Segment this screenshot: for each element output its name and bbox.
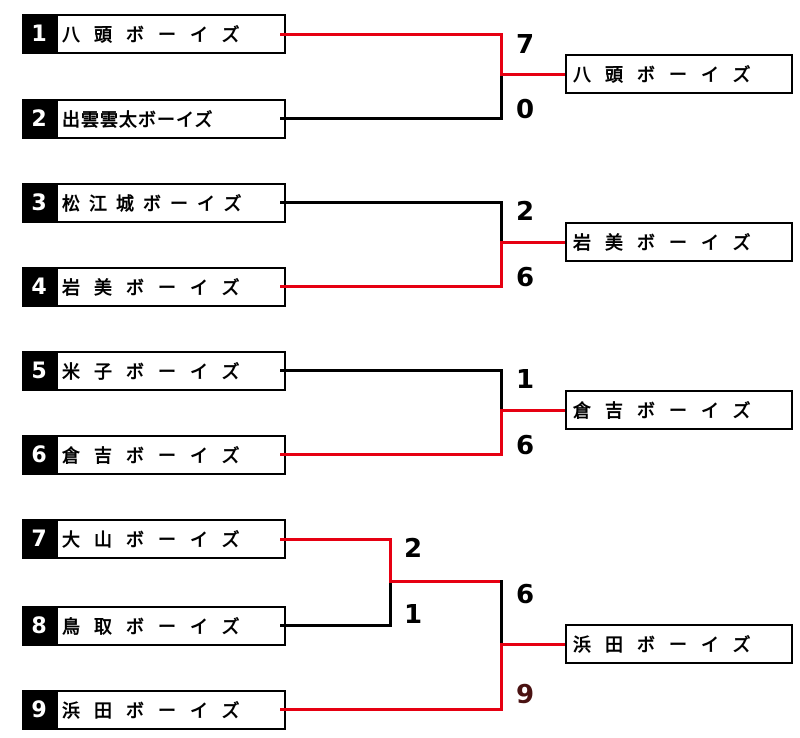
bracket-line-win [500, 241, 503, 288]
bracket-line-lose [500, 369, 503, 411]
bracket-line-win [500, 643, 503, 711]
bracket-line-win [500, 33, 503, 76]
bracket-line-win [280, 285, 503, 288]
match-1-score-top: 7 [516, 30, 535, 60]
bracket-line-lose [389, 581, 392, 627]
bracket-line-lose [500, 75, 503, 120]
seed-9: 9 [22, 690, 56, 730]
match-5-score-top: 6 [516, 580, 535, 610]
match-4-score-top: 2 [404, 534, 423, 564]
team-3: 松江城ボーイズ [56, 183, 286, 223]
bracket-line-lose [280, 369, 503, 372]
team-2: 出雲雲太ボーイズ [56, 99, 286, 139]
seed-5: 5 [22, 351, 56, 391]
team-4: 岩美ボーイズ [56, 267, 286, 307]
bracket-line-advance [500, 643, 565, 646]
bracket-line-win [280, 453, 503, 456]
bracket-line-win [389, 538, 392, 583]
winner-box-match-2: 岩美ボーイズ [565, 222, 793, 262]
team-6: 倉吉ボーイズ [56, 435, 286, 475]
seed-4: 4 [22, 267, 56, 307]
match-1-score-bottom: 0 [516, 95, 535, 125]
bracket-line-win [280, 708, 503, 711]
winner-box-match-5: 浜田ボーイズ [565, 624, 793, 664]
match-4-score-bottom: 1 [404, 600, 423, 630]
bracket-line-lose [500, 580, 503, 646]
bracket-line-win [500, 409, 503, 456]
bracket-line-win [280, 33, 503, 36]
match-5-score-bottom: 9 [516, 680, 535, 710]
bracket-line-advance [500, 73, 565, 76]
team-1: 八頭ボーイズ [56, 14, 286, 54]
seed-3: 3 [22, 183, 56, 223]
match-2-score-top: 2 [516, 197, 535, 227]
winner-box-match-3: 倉吉ボーイズ [565, 390, 793, 430]
seed-6: 6 [22, 435, 56, 475]
bracket-line-lose [280, 117, 503, 120]
seed-2: 2 [22, 99, 56, 139]
seed-8: 8 [22, 606, 56, 646]
bracket-line-win [389, 580, 503, 583]
seed-1: 1 [22, 14, 56, 54]
seed-7: 7 [22, 519, 56, 559]
bracket-line-lose [280, 624, 392, 627]
match-2-score-bottom: 6 [516, 263, 535, 293]
bracket-line-win [280, 538, 392, 541]
bracket-line-lose [280, 201, 503, 204]
match-3-score-bottom: 6 [516, 431, 535, 461]
team-7: 大山ボーイズ [56, 519, 286, 559]
winner-box-match-1: 八頭ボーイズ [565, 54, 793, 94]
bracket-line-advance [500, 409, 565, 412]
bracket-line-lose [500, 201, 503, 243]
bracket-line-advance [500, 241, 565, 244]
match-3-score-top: 1 [516, 365, 535, 395]
team-9: 浜田ボーイズ [56, 690, 286, 730]
team-8: 鳥取ボーイズ [56, 606, 286, 646]
team-5: 米子ボーイズ [56, 351, 286, 391]
